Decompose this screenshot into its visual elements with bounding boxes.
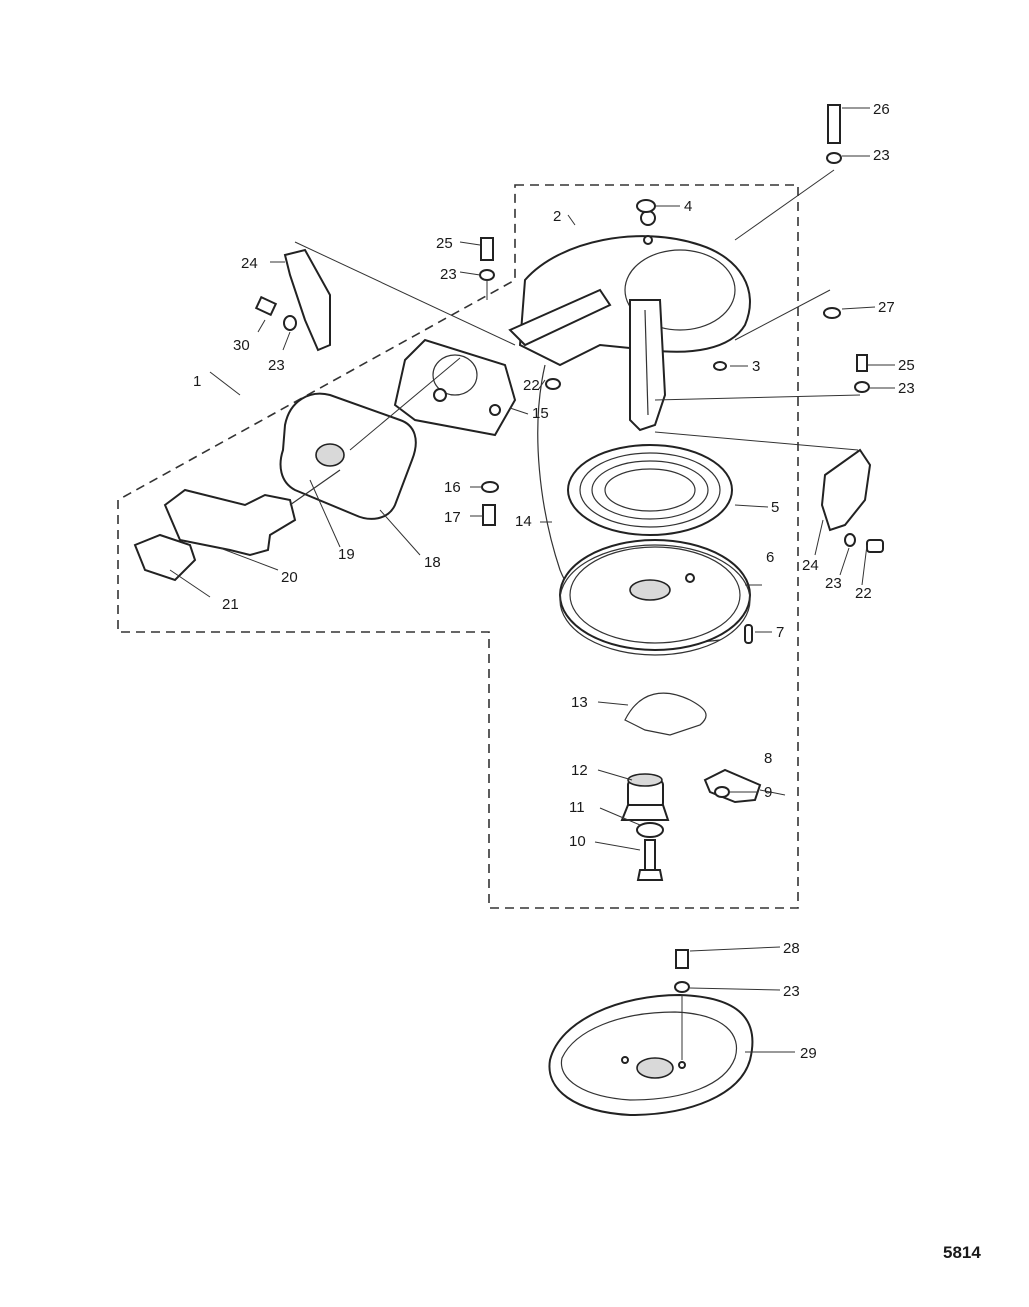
callout-19: 19 [338, 546, 355, 563]
screw-17 [482, 504, 496, 526]
figure-number: 5814 [943, 1243, 981, 1262]
callout-10: 10 [569, 833, 586, 850]
callout-15: 15 [532, 405, 549, 422]
starter-cup [548, 993, 754, 1117]
recoil-spring [567, 444, 733, 536]
callout-1: 1 [193, 373, 201, 390]
callout-8: 8 [764, 750, 772, 767]
mounting-bracket-left [283, 248, 331, 352]
callout-25-right: 25 [898, 357, 915, 374]
callout-12: 12 [571, 762, 588, 779]
screw-25-left [480, 237, 494, 261]
hub-washer [636, 822, 664, 838]
pawl-retainer [714, 786, 730, 798]
callout-7: 7 [776, 624, 784, 641]
callout-23-bottom: 23 [783, 983, 800, 1000]
callout-22-left: 22 [523, 377, 540, 394]
rope-pulley [559, 539, 751, 656]
washer-22 [545, 378, 561, 390]
callout-26: 26 [873, 101, 890, 118]
callout-4: 4 [684, 198, 692, 215]
callout-21: 21 [222, 596, 239, 613]
callout-16: 16 [444, 479, 461, 496]
callout-29: 29 [800, 1045, 817, 1062]
starter-handle [163, 469, 341, 557]
callout-17: 17 [444, 509, 461, 526]
screw-28 [675, 949, 689, 969]
pawl [703, 768, 762, 804]
callout-9: 9 [764, 784, 772, 801]
callout-25-left: 25 [436, 235, 453, 252]
washer-23-bracket [283, 315, 297, 331]
washer-23-bottom [674, 981, 690, 993]
callout-11: 11 [569, 799, 585, 816]
callout-3: 3 [752, 358, 760, 375]
callout-23-bracket-right: 23 [825, 575, 842, 592]
screw-22-right [866, 539, 884, 553]
callout-20: 20 [281, 569, 298, 586]
washer-16 [481, 481, 499, 493]
callout-30: 30 [233, 337, 250, 354]
callout-23-right: 23 [898, 380, 915, 397]
screw-25-right [856, 354, 868, 372]
callout-14: 14 [515, 513, 532, 530]
callout-18: 18 [424, 554, 441, 571]
callout-28: 28 [783, 940, 800, 957]
rope-guide-bracket [393, 338, 517, 437]
washer-23-top [826, 152, 842, 164]
screw-30 [254, 295, 278, 317]
callout-27: 27 [878, 299, 895, 316]
washer-23-left [479, 269, 495, 281]
mounting-bracket-right [820, 448, 872, 532]
hub-screw [636, 839, 664, 881]
callout-22-right: 22 [855, 585, 872, 602]
callout-24-right: 24 [802, 557, 819, 574]
washer-27 [823, 307, 841, 319]
callout-23-left: 23 [440, 266, 457, 283]
nut-4 [636, 199, 656, 213]
spring-clip [624, 692, 707, 736]
starter-housing [508, 210, 751, 432]
callout-6: 6 [766, 549, 774, 566]
washer-23-bracket-right [844, 533, 856, 547]
assembly-boundary [117, 184, 799, 909]
callout-5: 5 [771, 499, 779, 516]
washer-23-right [854, 381, 870, 393]
pulley-hub [620, 773, 670, 821]
callout-24-left: 24 [241, 255, 258, 272]
callout-13: 13 [571, 694, 588, 711]
callout-23-top: 23 [873, 147, 890, 164]
pawl-pin [744, 624, 753, 644]
bolt-26 [827, 104, 841, 144]
callout-23-bracket: 23 [268, 357, 285, 374]
handle-insert [133, 533, 197, 582]
callout-2: 2 [553, 208, 561, 225]
nut-3 [713, 361, 727, 371]
